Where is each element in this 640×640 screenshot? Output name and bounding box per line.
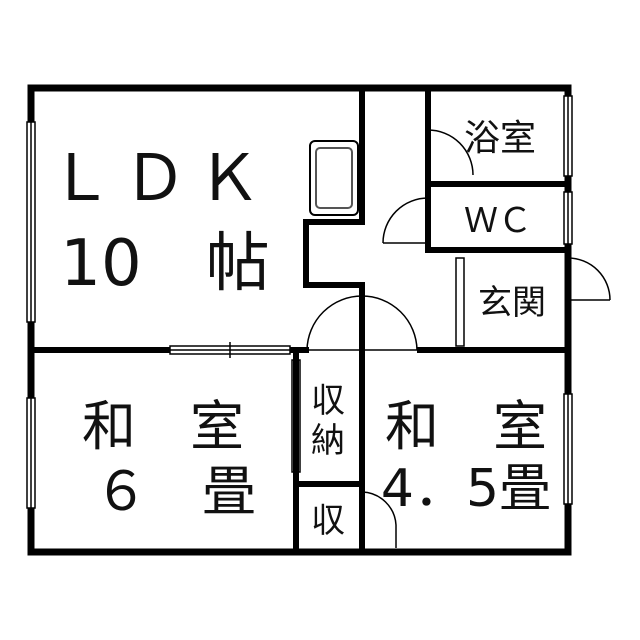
storage-label-line2: 納	[311, 421, 345, 461]
windows	[26, 95, 573, 509]
entrance-inner-door	[455, 257, 465, 347]
ldk-size-label: 10 帖	[60, 227, 269, 301]
ldk-label: ＬＤＫ	[49, 142, 271, 216]
washitsu6-label: 和 室	[82, 395, 244, 458]
kitchen-sink	[309, 140, 359, 216]
storage-sliding-door	[291, 359, 301, 473]
wc-label: ＷＣ	[464, 201, 532, 241]
storage-label-line1: 収	[311, 381, 345, 421]
bath-label: 浴室	[464, 118, 536, 159]
washitsu45-size-label: 4．5畳	[381, 459, 551, 519]
washitsu45-label: 和 室	[385, 395, 547, 458]
entrance-label: 玄関	[478, 283, 546, 323]
small-storage-label: 収	[311, 501, 345, 541]
washitsu6-size-label: ６ 畳	[94, 460, 256, 523]
door-swings	[291, 129, 611, 552]
interior-walls	[28, 85, 571, 555]
